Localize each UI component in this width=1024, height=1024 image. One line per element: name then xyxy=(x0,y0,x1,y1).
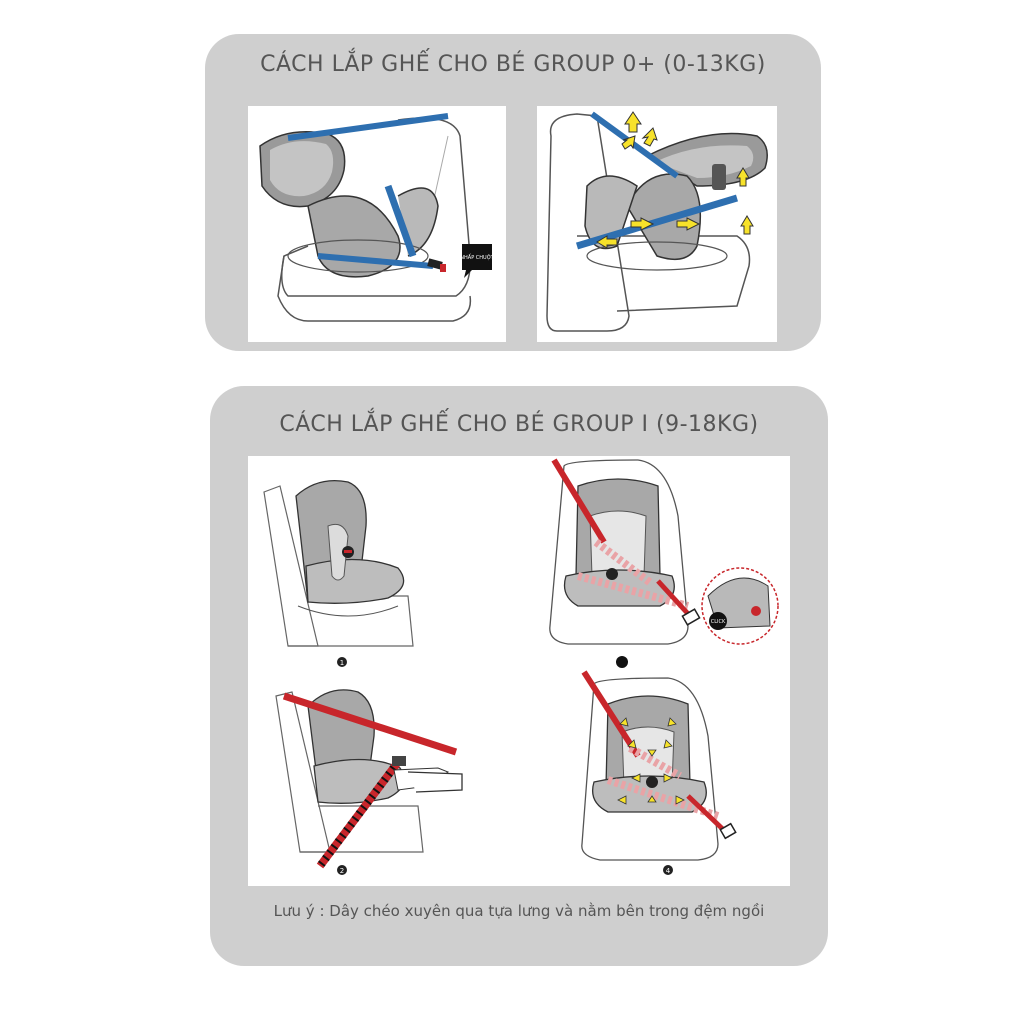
click-label: CLICK xyxy=(711,619,726,625)
group-0-illustration-adjust xyxy=(537,106,777,342)
group-1-title: CÁCH LẮP GHẾ CHO BÉ GROUP I (9-18KG) xyxy=(279,412,759,437)
installation-note: Lưu ý : Dây chéo xuyên qua tựa lưng và n… xyxy=(273,902,765,920)
callout-text: NHẤP CHUỘT xyxy=(460,253,494,261)
step-4-illustration xyxy=(581,670,737,861)
step-3-illustration: CLICK xyxy=(549,458,779,645)
step-1-illustration xyxy=(263,479,414,647)
step-4-number: 4 xyxy=(666,867,671,875)
step-4-marker xyxy=(663,865,673,875)
step-2-marker xyxy=(337,865,347,875)
infant-seat-adjust-illustration xyxy=(546,111,768,332)
group-1-panel: CÁCH LẮP GHẾ CHO BÉ GROUP I (9-18KG) 1 xyxy=(210,386,828,966)
step-1-marker xyxy=(337,657,347,667)
step-1-number: 1 xyxy=(340,659,344,667)
group-0-illustration-belt: NHẤP CHUỘT xyxy=(248,106,506,342)
step-2-number: 2 xyxy=(340,867,344,875)
infant-seat-belt-illustration: NHẤP CHUỘT xyxy=(259,113,495,322)
group-1-steps-illustration: 1 CLICK xyxy=(263,458,779,875)
group-0-title: CÁCH LẮP GHẾ CHO BÉ GROUP 0+ (0-13KG) xyxy=(260,52,766,77)
step-3-marker xyxy=(616,656,628,668)
step-2-illustration xyxy=(275,689,463,869)
callout-bubble xyxy=(462,244,492,278)
group-0-panel: CÁCH LẮP GHẾ CHO BÉ GROUP 0+ (0-13KG) NH… xyxy=(205,34,821,351)
group-1-steps-card: 1 CLICK xyxy=(248,456,790,886)
